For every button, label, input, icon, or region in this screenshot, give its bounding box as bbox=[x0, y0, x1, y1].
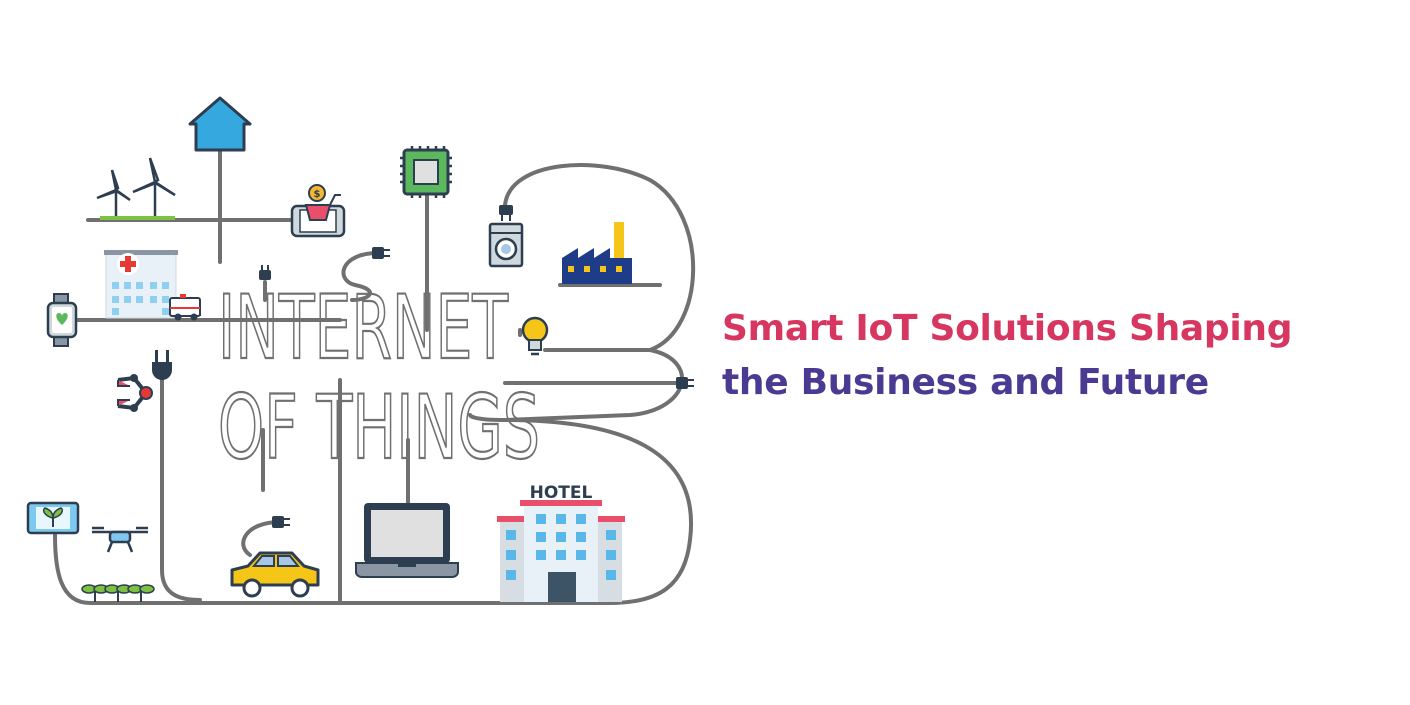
lightbulb-icon bbox=[521, 316, 549, 356]
headline-line2: the Business and Future bbox=[722, 362, 1209, 403]
car-icon bbox=[230, 551, 320, 598]
tablet-plant-icon bbox=[26, 501, 80, 535]
headline: Smart IoT Solutions Shaping the Business… bbox=[722, 302, 1382, 410]
house-icon bbox=[188, 96, 252, 152]
wire-network bbox=[53, 148, 696, 605]
chip-icon bbox=[400, 146, 452, 198]
iot-title-line2: OF THINGS bbox=[218, 376, 540, 479]
factory-icon bbox=[562, 222, 632, 284]
price-symbol: $ bbox=[314, 189, 321, 200]
hotel-sign: HOTEL bbox=[530, 483, 593, 503]
headline-line1: Smart IoT Solutions Shaping bbox=[722, 308, 1293, 349]
drone-icon bbox=[92, 526, 148, 553]
robot-arm-icon bbox=[117, 374, 153, 412]
plug-icon bbox=[152, 247, 694, 528]
wind-turbine-icon bbox=[96, 157, 176, 220]
laptop-icon bbox=[355, 503, 459, 578]
iot-title-line1: INTERNET bbox=[218, 276, 509, 379]
washing-machine-icon bbox=[488, 205, 524, 268]
shopping-cart-phone-icon: $ bbox=[290, 184, 346, 238]
hospital-icon bbox=[104, 250, 178, 319]
sprouts-icon bbox=[81, 584, 155, 602]
hotel-icon: HOTEL bbox=[497, 483, 625, 602]
iot-title: INTERNET OF THINGS bbox=[217, 275, 541, 480]
smartwatch-icon bbox=[46, 293, 78, 347]
ambulance-icon bbox=[169, 294, 201, 321]
